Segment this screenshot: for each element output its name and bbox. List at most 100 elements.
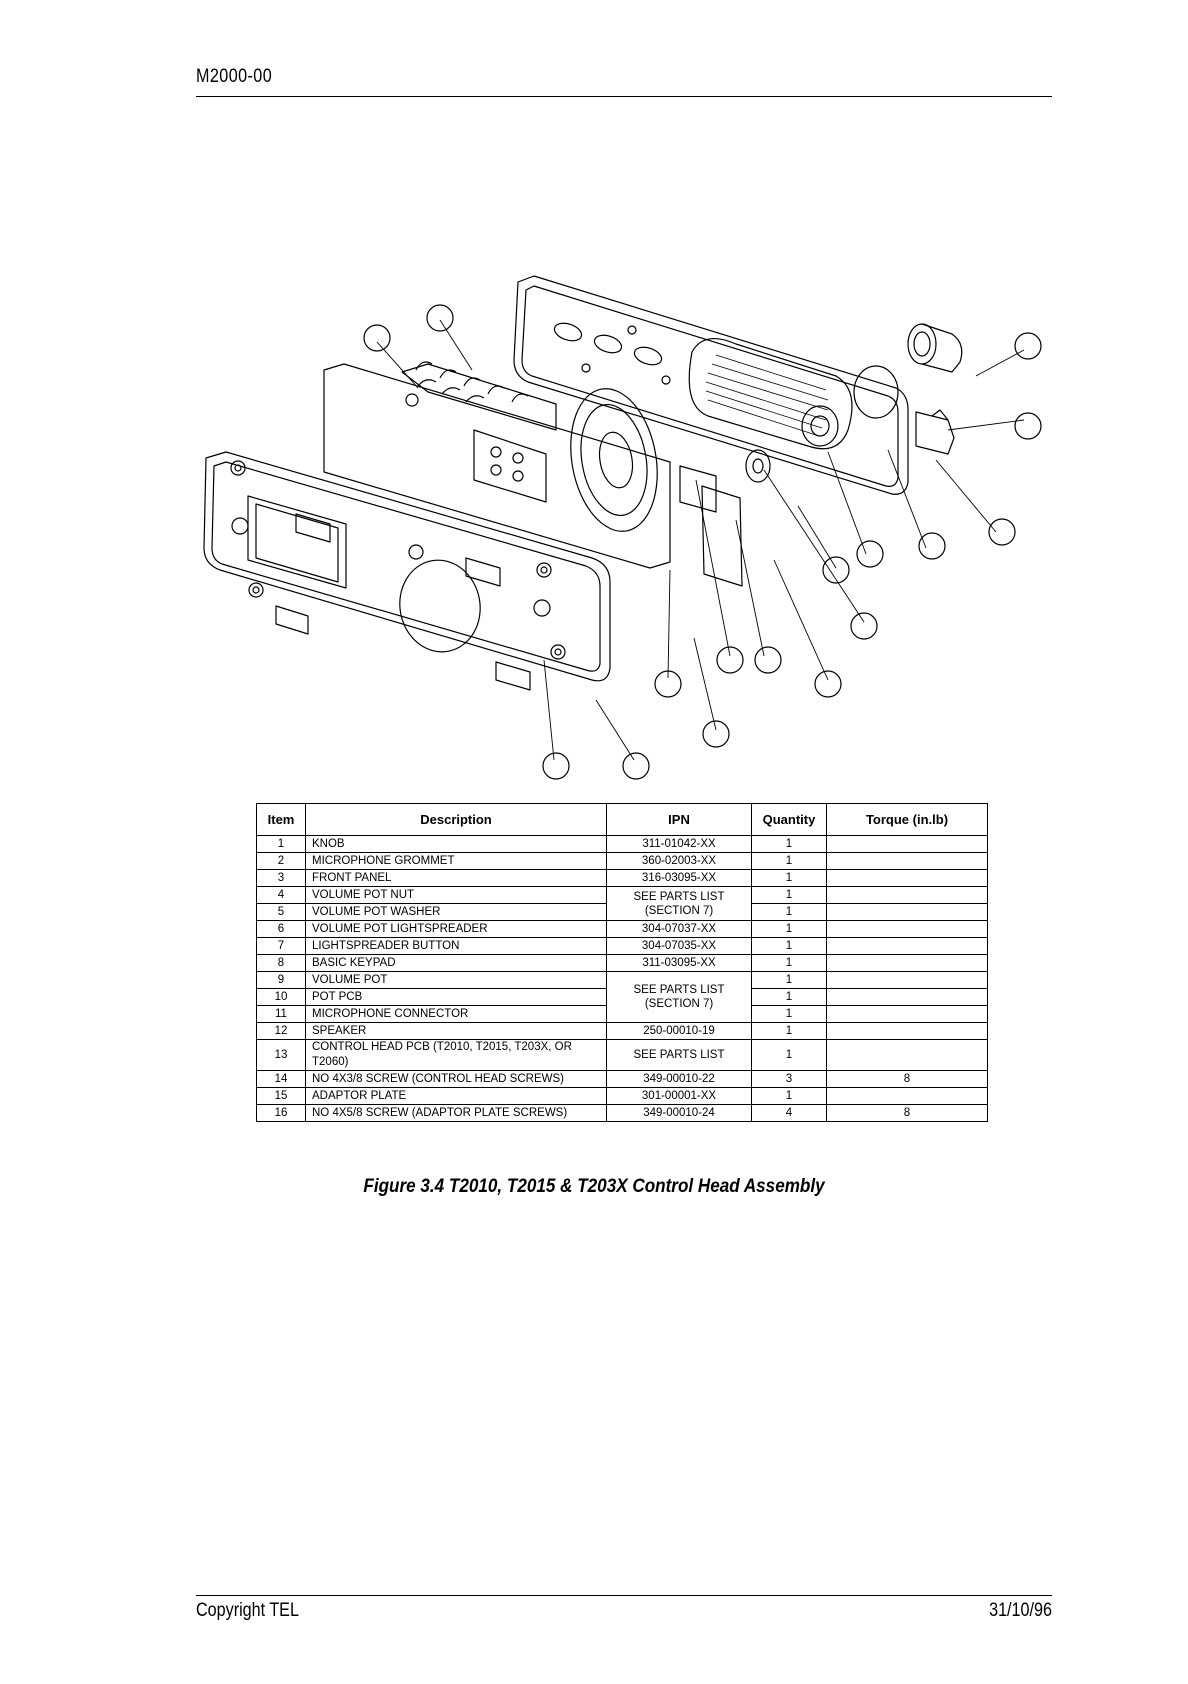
quantity-cell: 1 xyxy=(751,1022,827,1040)
ipn-cell: 349-00010-22 xyxy=(606,1070,752,1088)
mic-connector-part xyxy=(915,409,955,455)
table-row: 6 VOLUME POT LIGHTSPREADER 304-07037-XX … xyxy=(256,920,988,938)
torque-cell xyxy=(826,1039,988,1071)
quantity-cell: 1 xyxy=(751,852,827,870)
quantity-cell: 1 xyxy=(751,869,827,887)
col-item-header: Item xyxy=(256,803,306,836)
description-cell: MICROPHONE GROMMET xyxy=(305,852,607,870)
quantity-cell: 1 xyxy=(751,835,827,853)
quantity-cell: 1 xyxy=(751,903,827,921)
item-cell: 11 xyxy=(256,1005,306,1023)
torque-cell xyxy=(826,988,988,1006)
quantity-cell: 1 xyxy=(751,1039,827,1071)
torque-cell xyxy=(826,903,988,921)
item-cell: 13 xyxy=(256,1039,306,1071)
col-description-header: Description xyxy=(305,803,607,836)
footer-rule xyxy=(196,1595,1052,1596)
table-row: 1 KNOB 311-01042-XX 1 xyxy=(256,835,988,853)
table-header-row: Item Description IPN Quantity Torque (in… xyxy=(256,803,988,836)
ipn-cell: 360-02003-XX xyxy=(606,852,752,870)
table-row: 12 SPEAKER 250-00010-19 1 xyxy=(256,1022,988,1040)
figure-caption: Figure 3.4 T2010, T2015 & T203X Control … xyxy=(363,1176,825,1197)
table-row: 2 MICROPHONE GROMMET 360-02003-XX 1 xyxy=(256,852,988,870)
front-panel-part xyxy=(203,451,611,691)
description-cell: BASIC KEYPAD xyxy=(305,954,607,972)
description-cell: POT PCB xyxy=(305,988,607,1006)
item-cell: 14 xyxy=(256,1070,306,1088)
table-row: 3 FRONT PANEL 316-03095-XX 1 xyxy=(256,869,988,887)
torque-cell xyxy=(826,954,988,972)
item-cell: 6 xyxy=(256,920,306,938)
quantity-cell: 1 xyxy=(751,1005,827,1023)
torque-cell xyxy=(826,852,988,870)
item-cell: 2 xyxy=(256,852,306,870)
table-row: 11 MICROPHONE CONNECTOR 1 xyxy=(256,1005,988,1023)
table-row: 8 BASIC KEYPAD 311-03095-XX 1 xyxy=(256,954,988,972)
pot-pcb-part xyxy=(679,449,771,587)
table-row: 9 VOLUME POT SEE PARTS LIST (SECTION 7) … xyxy=(256,971,988,1023)
item-cell: 7 xyxy=(256,937,306,955)
torque-cell xyxy=(826,971,988,989)
ipn-cell: 349-00010-24 xyxy=(606,1104,752,1122)
parts-list-table: Item Description IPN Quantity Torque (in… xyxy=(256,803,988,1122)
quantity-cell: 3 xyxy=(751,1070,827,1088)
item-cell: 4 xyxy=(256,886,306,904)
description-cell: NO 4X3/8 SCREW (CONTROL HEAD SCREWS) xyxy=(305,1070,607,1088)
ipn-cell: SEE PARTS LIST xyxy=(606,1039,752,1071)
item-cell: 8 xyxy=(256,954,306,972)
ipn-cell: 301-00001-XX xyxy=(606,1087,752,1105)
description-cell: VOLUME POT LIGHTSPREADER xyxy=(305,920,607,938)
item-cell: 15 xyxy=(256,1087,306,1105)
description-cell: VOLUME POT WASHER xyxy=(305,903,607,921)
keypad-part xyxy=(401,361,557,431)
item-cell: 9 xyxy=(256,971,306,989)
ipn-cell-merged: SEE PARTS LIST (SECTION 7) xyxy=(606,971,752,1023)
knob-part xyxy=(907,323,963,373)
exploded-assembly-drawing xyxy=(203,275,1042,780)
torque-cell xyxy=(826,1005,988,1023)
item-cell: 1 xyxy=(256,835,306,853)
table-row: 15 ADAPTOR PLATE 301-00001-XX 1 xyxy=(256,1087,988,1105)
ipn-cell: 316-03095-XX xyxy=(606,869,752,887)
quantity-cell: 1 xyxy=(751,886,827,904)
torque-cell: 8 xyxy=(826,1070,988,1088)
torque-cell xyxy=(826,835,988,853)
description-cell: FRONT PANEL xyxy=(305,869,607,887)
ipn-cell: 304-07035-XX xyxy=(606,937,752,955)
description-cell: LIGHTSPREADER BUTTON xyxy=(305,937,607,955)
ipn-cell: 311-01042-XX xyxy=(606,835,752,853)
table-row: 13 CONTROL HEAD PCB (T2010, T2015, T203X… xyxy=(256,1039,988,1071)
item-cell: 3 xyxy=(256,869,306,887)
torque-cell xyxy=(826,869,988,887)
ipn-cell: 311-03095-XX xyxy=(606,954,752,972)
description-cell: KNOB xyxy=(305,835,607,853)
table-row: 14 NO 4X3/8 SCREW (CONTROL HEAD SCREWS) … xyxy=(256,1070,988,1088)
quantity-cell: 1 xyxy=(751,954,827,972)
description-cell: SPEAKER xyxy=(305,1022,607,1040)
ipn-cell: 304-07037-XX xyxy=(606,920,752,938)
col-quantity-header: Quantity xyxy=(751,803,827,836)
torque-cell xyxy=(826,886,988,904)
torque-cell: 8 xyxy=(826,1104,988,1122)
ipn-cell: 250-00010-19 xyxy=(606,1022,752,1040)
col-ipn-header: IPN xyxy=(606,803,752,836)
callout-circles xyxy=(363,304,1042,780)
ipn-cell-merged: SEE PARTS LIST (SECTION 7) xyxy=(606,886,752,921)
description-cell: MICROPHONE CONNECTOR xyxy=(305,1005,607,1023)
torque-cell xyxy=(826,920,988,938)
quantity-cell: 1 xyxy=(751,988,827,1006)
quantity-cell: 1 xyxy=(751,971,827,989)
torque-cell xyxy=(826,1087,988,1105)
description-cell: ADAPTOR PLATE xyxy=(305,1087,607,1105)
quantity-cell: 1 xyxy=(751,920,827,938)
item-cell: 16 xyxy=(256,1104,306,1122)
description-cell: NO 4X5/8 SCREW (ADAPTOR PLATE SCREWS) xyxy=(305,1104,607,1122)
table-row: 7 LIGHTSPREADER BUTTON 304-07035-XX 1 xyxy=(256,937,988,955)
table-row: 5 VOLUME POT WASHER 1 xyxy=(256,903,988,921)
quantity-cell: 4 xyxy=(751,1104,827,1122)
description-cell: CONTROL HEAD PCB (T2010, T2015, T203X, O… xyxy=(305,1039,607,1071)
quantity-cell: 1 xyxy=(751,937,827,955)
item-cell: 12 xyxy=(256,1022,306,1040)
item-cell: 5 xyxy=(256,903,306,921)
rear-housing xyxy=(513,275,909,495)
